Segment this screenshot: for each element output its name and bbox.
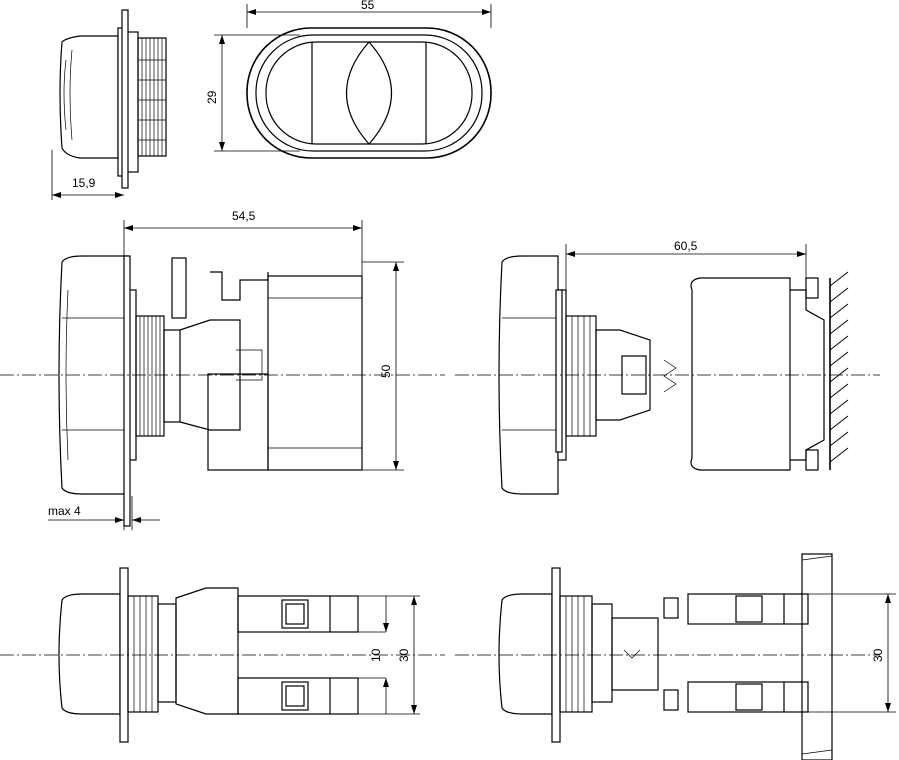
dim-overall-width: 55 [361,0,375,12]
view-side-contact-block: 54,5 50 max 4 [0,209,445,530]
dim-panel-thickness: max 4 [48,504,81,518]
dim-depth-with-rail: 60,5 [674,239,698,253]
dim-block-height: 50 [379,364,393,378]
dim-contact-pitch: 10 [369,648,383,662]
view-top-contacts: 10 30 [0,567,445,743]
view-side-din-rail: 60,5 [455,239,880,495]
dim-front-height: 29 [205,90,219,104]
view-side-actuator: 15,9 [51,9,167,200]
knurl-lines-mid [139,316,161,436]
view-front-oval: 55 29 [205,0,492,159]
view-top-rail: 30 [455,553,896,760]
dim-actuator-depth: 15,9 [72,176,96,190]
dim-depth-with-block: 54,5 [232,209,256,223]
dim-contact-span-left: 30 [397,648,411,662]
dim-contact-span-right: 30 [871,648,885,662]
knurl-lines [138,38,166,156]
wall-hatch [829,271,849,463]
